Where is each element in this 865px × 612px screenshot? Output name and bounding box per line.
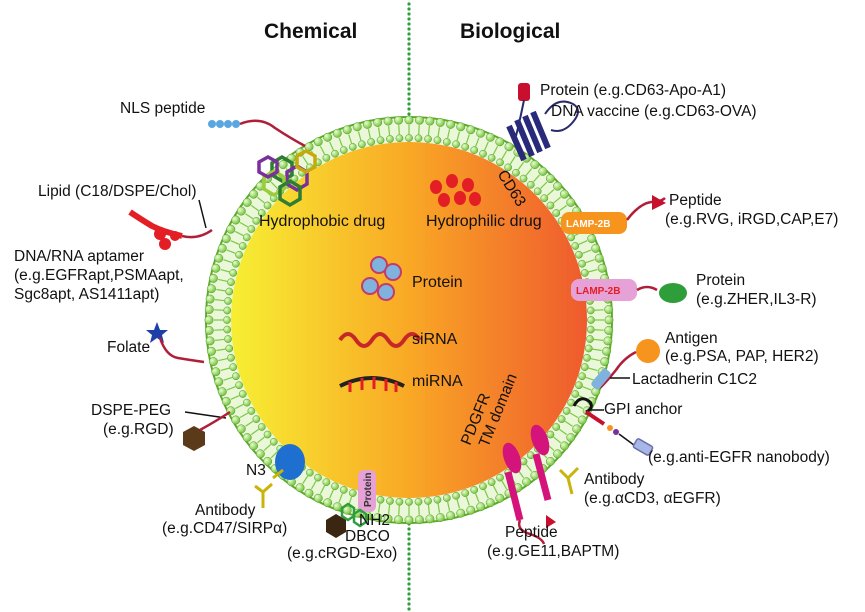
nh2-label: NH2	[359, 512, 390, 529]
crgd-label: (e.g.cRGD-Exo)	[287, 545, 397, 562]
antibody-right-y-icon	[558, 466, 580, 495]
rgd-hexagon-icon	[183, 410, 231, 451]
hydrophilic-drug-label: Hydrophilic drug	[426, 213, 542, 230]
antibody-left-label-1: Antibody	[195, 502, 256, 519]
crgd-hexagon-icon	[326, 514, 346, 538]
mirna-icon	[339, 376, 405, 392]
peptide-bottom-label-1: Peptide	[505, 524, 558, 541]
dspe-peg-label-1: DSPE-PEG	[91, 402, 171, 419]
lamp2b-peptide-icon: LAMP-2B	[561, 195, 666, 234]
nls-peptide-icon	[208, 119, 306, 148]
lamp2b-tag-1: LAMP-2B	[566, 219, 610, 230]
aptamer-label-1: DNA/RNA aptamer	[14, 248, 144, 265]
vesicle-core	[231, 142, 587, 498]
antigen-label-2: (e.g.PSA, PAP, HER2)	[665, 348, 819, 365]
protein-cargo-label: Protein	[412, 274, 463, 291]
nanobody-label: (e.g.anti-EGFR nanobody)	[648, 449, 830, 466]
antibody-right-label-2: (e.g.αCD3, αEGFR)	[584, 490, 721, 507]
gpi-anchor-label: GPI anchor	[604, 401, 682, 418]
header-chemical: Chemical	[264, 20, 357, 43]
mirna-label: miRNA	[412, 373, 463, 390]
protein-cargo-icon	[361, 256, 402, 301]
gpi-anchor-nanobody-icon	[572, 397, 654, 456]
membrane-inner-beads	[223, 134, 595, 506]
protein-right-label-1: Protein	[696, 272, 745, 289]
aptamer-label-2: (e.g.EGFRapt,PSMAapt,	[14, 267, 184, 284]
lipid-label: Lipid (C18/DSPE/Chol)	[38, 183, 197, 200]
antibody-left-label-2: (e.g.CD47/SIRPα)	[162, 520, 287, 537]
dna-vaccine-label: DNA vaccine (e.g.CD63-OVA)	[551, 103, 757, 120]
lamp2b-tag-2: LAMP-2B	[576, 286, 620, 297]
protein-tag-icon: Protein	[358, 470, 376, 512]
folate-label: Folate	[107, 339, 150, 356]
lipid-pointer-line	[198, 199, 207, 229]
nls-peptide-label: NLS peptide	[120, 100, 205, 117]
hydrophobic-drug-label: Hydrophobic drug	[259, 213, 385, 230]
peptide-right-label-1: Peptide	[669, 192, 722, 209]
aptamer-icon	[128, 209, 213, 250]
dspe-peg-label-2: (e.g.RGD)	[103, 421, 174, 438]
peptide-bottom-label-2: (e.g.GE11,BAPTM)	[487, 543, 619, 560]
n3-label: N3	[246, 462, 266, 479]
header-biological: Biological	[460, 20, 560, 43]
lamp2b-protein-icon: LAMP-2B	[571, 279, 687, 303]
dspe-pointer-line	[184, 411, 227, 419]
protein-tag-text: Protein	[363, 473, 374, 507]
protein-right-label-2: (e.g.ZHER,IL3-R)	[696, 291, 817, 308]
lactadherin-label: Lactadherin C1C2	[632, 371, 757, 388]
sirna-label: siRNA	[412, 331, 458, 348]
antibody-right-label-1: Antibody	[584, 471, 645, 488]
sirna-wave-icon	[338, 332, 422, 348]
antigen-label-1: Antigen	[665, 330, 718, 347]
dbco-ring-icon	[340, 502, 368, 528]
hydrophobic-drug-hexagons-icon	[257, 148, 317, 208]
antigen-lactadherin-icon	[591, 339, 660, 390]
pdgfr-tm-icon	[502, 424, 556, 545]
hydrophilic-drug-dots-icon	[430, 174, 481, 207]
folate-star-icon	[146, 322, 205, 364]
peptide-right-label-2: (e.g.RVG, iRGD,CAP,E7)	[665, 211, 838, 228]
cd63-tetraspanin-icon	[506, 83, 579, 162]
antibody-y-icon	[254, 468, 284, 508]
protein-cd63-label: Protein (e.g.CD63-Apo-A1)	[540, 82, 726, 99]
dbco-label: DBCO	[345, 528, 390, 545]
aptamer-label-3: Sgc8apt, AS1411apt)	[14, 286, 159, 303]
